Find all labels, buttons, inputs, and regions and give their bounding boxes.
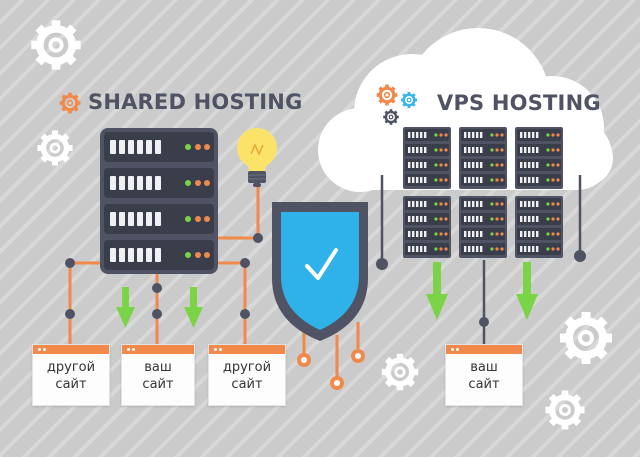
down-arrow-icon bbox=[184, 287, 203, 328]
site-label-line1: другой bbox=[222, 360, 272, 375]
site-label-line2: сайт bbox=[55, 377, 87, 392]
site-label-line1: другой bbox=[46, 360, 96, 375]
site-label-line1: ваш bbox=[144, 360, 172, 375]
server-rack-icon bbox=[100, 128, 218, 274]
down-arrow-icon bbox=[426, 262, 448, 320]
browser-window-icon: ваш сайт bbox=[121, 344, 195, 406]
site-label-line2: сайт bbox=[231, 377, 263, 392]
site-label-line2: сайт bbox=[468, 377, 500, 392]
gear-icon bbox=[57, 90, 83, 116]
shared-hosting-title: SHARED HOSTING bbox=[88, 90, 303, 114]
vps-server-racks bbox=[403, 127, 563, 258]
down-arrow-icon bbox=[116, 287, 135, 328]
connector-dots bbox=[376, 250, 586, 327]
server-rack-icon bbox=[515, 196, 563, 258]
vps-wiring bbox=[380, 175, 582, 345]
vps-hosting-title: VPS HOSTING bbox=[437, 91, 601, 115]
site-label-line2: сайт bbox=[142, 377, 174, 392]
connector-dots bbox=[297, 349, 365, 390]
browser-window-icon: другой сайт bbox=[208, 344, 286, 406]
gear-icon bbox=[560, 312, 612, 364]
lightbulb-icon bbox=[237, 128, 277, 187]
site-label-line1: ваш bbox=[470, 360, 498, 375]
shield-check-icon bbox=[272, 202, 368, 341]
server-rack-icon bbox=[403, 196, 451, 258]
browser-window-icon: другой сайт bbox=[32, 344, 110, 406]
server-rack-icon bbox=[459, 196, 507, 258]
gear-icon bbox=[546, 391, 585, 430]
connector-dots bbox=[65, 233, 263, 319]
gear-icon bbox=[31, 20, 80, 69]
server-rack-icon bbox=[403, 127, 451, 189]
server-rack-icon bbox=[459, 127, 507, 189]
browser-window-icon: ваш сайт bbox=[445, 344, 523, 406]
gear-icon bbox=[382, 354, 418, 390]
server-rack-icon bbox=[515, 127, 563, 189]
down-arrow-icon bbox=[516, 262, 538, 320]
gear-icon bbox=[37, 130, 72, 165]
